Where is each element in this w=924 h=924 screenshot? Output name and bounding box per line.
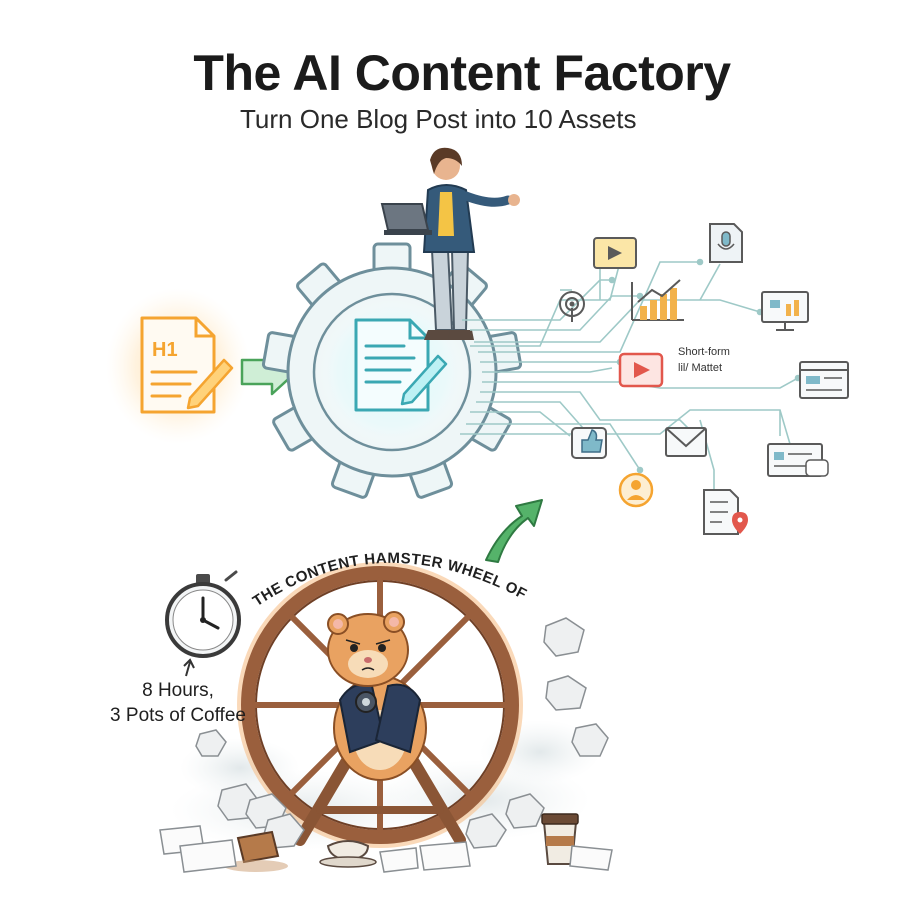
escape-arrow-icon [485, 499, 543, 563]
microphone-doc-icon [709, 223, 743, 263]
bar-chart-icon [631, 279, 684, 321]
chat-card-icon [767, 443, 829, 477]
user-profile-icon [618, 472, 654, 508]
time-cost-label: 8 Hours, 3 Pots of Coffee [98, 678, 258, 728]
crumpled-papers [195, 617, 609, 849]
pencil-icon [186, 358, 234, 410]
podcast-icon [559, 291, 585, 322]
stopwatch-icon [165, 570, 241, 658]
coffee-cup-icon [541, 813, 579, 865]
short-form-video-icon [618, 352, 664, 388]
short-form-label: Short-form lil/ Mattet [678, 344, 758, 376]
page-subtitle: Turn One Blog Post into 10 Assets [240, 104, 637, 134]
spilled-coffee-icon [224, 830, 377, 872]
video-play-icon [593, 237, 637, 269]
up-arrow-icon [183, 658, 195, 677]
short-form-label-line2: lil/ Mattet [678, 362, 723, 374]
time-cost-line2: 3 Pots of Coffee [110, 705, 246, 726]
input-document: H1 [106, 288, 250, 444]
time-cost-line1: 8 Hours, [142, 680, 214, 701]
page-title: The AI Content Factory [193, 45, 731, 101]
woman-with-laptop [380, 147, 520, 340]
hamster-wheel [237, 562, 523, 848]
browser-window-icon [799, 361, 849, 399]
input-doc-heading: H1 [152, 339, 178, 361]
scattered-sheets [159, 825, 613, 873]
presentation-icon [761, 291, 809, 331]
short-form-label-line1: Short-form [678, 346, 730, 358]
thumbs-up-icon [571, 427, 607, 459]
processed-document-icon [354, 318, 448, 412]
checklist-location-icon [703, 489, 748, 535]
email-icon [665, 427, 707, 457]
hamster-character [327, 611, 427, 781]
